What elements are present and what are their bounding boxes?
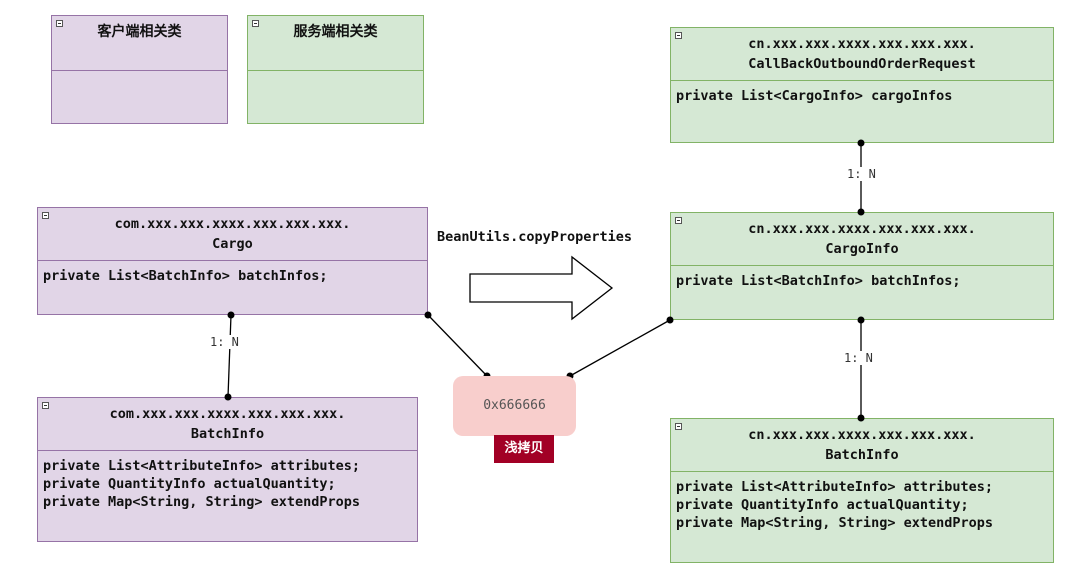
relation-endpoint [857, 208, 865, 216]
class-name-line1: cn.xxx.xxx.xxxx.xxx.xxx.xxx. [748, 36, 976, 52]
collapse-icon[interactable] [42, 212, 49, 219]
class-server-cargoinfo[interactable]: cn.xxx.xxx.xxxx.xxx.xxx.xxx. CargoInfo p… [670, 212, 1054, 320]
reference-line[interactable] [569, 319, 671, 377]
legend-client-box: 客户端相关类 [51, 15, 228, 124]
relation-label-client-cargo-batch: 1: N [208, 335, 241, 349]
legend-server-box: 服务端相关类 [247, 15, 424, 124]
class-name-line2: Cargo [212, 236, 253, 252]
relation-endpoint [224, 393, 232, 401]
class-name-line1: com.xxx.xxx.xxxx.xxx.xxx.xxx. [114, 216, 351, 232]
relation-endpoint [857, 139, 865, 147]
class-server-callback-request[interactable]: cn.xxx.xxx.xxxx.xxx.xxx.xxx. CallBackOut… [670, 27, 1054, 143]
copy-arrow-icon [469, 255, 614, 321]
legend-client-label: 客户端相关类 [97, 24, 182, 40]
reference-endpoint [666, 316, 674, 324]
relation-label-server-callback-cargo: 1: N [845, 167, 878, 181]
shallow-copy-tag: 浅拷贝 [494, 435, 554, 463]
relation-endpoint [857, 316, 865, 324]
collapse-icon[interactable] [56, 20, 63, 27]
relation-line[interactable] [227, 314, 232, 398]
class-name-line1: com.xxx.xxx.xxxx.xxx.xxx.xxx. [109, 406, 346, 422]
copy-method-label: BeanUtils.copyProperties [437, 229, 633, 245]
memory-address-box[interactable]: 0x666666 [453, 376, 576, 436]
class-name-line2: CallBackOutboundOrderRequest [748, 56, 976, 72]
class-name-line2: BatchInfo [825, 447, 899, 463]
relation-endpoint [857, 414, 865, 422]
class-name-line1: cn.xxx.xxx.xxxx.xxx.xxx.xxx. [748, 221, 976, 237]
class-fields: private List<BatchInfo> batchInfos; [43, 268, 328, 284]
reference-line[interactable] [427, 314, 488, 377]
collapse-icon[interactable] [675, 423, 682, 430]
collapse-icon[interactable] [675, 32, 682, 39]
relation-label-server-cargo-batch: 1: N [842, 351, 875, 365]
reference-endpoint [424, 311, 432, 319]
class-fields: private List<BatchInfo> batchInfos; [676, 273, 961, 289]
class-fields: private List<AttributeInfo> attributes; … [43, 458, 360, 510]
relation-endpoint [227, 311, 235, 319]
class-client-cargo[interactable]: com.xxx.xxx.xxxx.xxx.xxx.xxx. Cargo priv… [37, 207, 428, 315]
legend-server-label: 服务端相关类 [293, 24, 378, 40]
class-fields: private List<AttributeInfo> attributes; … [676, 479, 993, 531]
collapse-icon[interactable] [252, 20, 259, 27]
class-name-line2: BatchInfo [190, 426, 265, 442]
class-server-batchinfo[interactable]: cn.xxx.xxx.xxxx.xxx.xxx.xxx. BatchInfo p… [670, 418, 1054, 563]
class-fields: private List<CargoInfo> cargoInfos [676, 88, 953, 104]
collapse-icon[interactable] [42, 402, 49, 409]
collapse-icon[interactable] [675, 217, 682, 224]
class-name-line1: cn.xxx.xxx.xxxx.xxx.xxx.xxx. [748, 427, 976, 443]
class-client-batchinfo[interactable]: com.xxx.xxx.xxxx.xxx.xxx.xxx. BatchInfo … [37, 397, 418, 542]
class-name-line2: CargoInfo [825, 241, 899, 257]
